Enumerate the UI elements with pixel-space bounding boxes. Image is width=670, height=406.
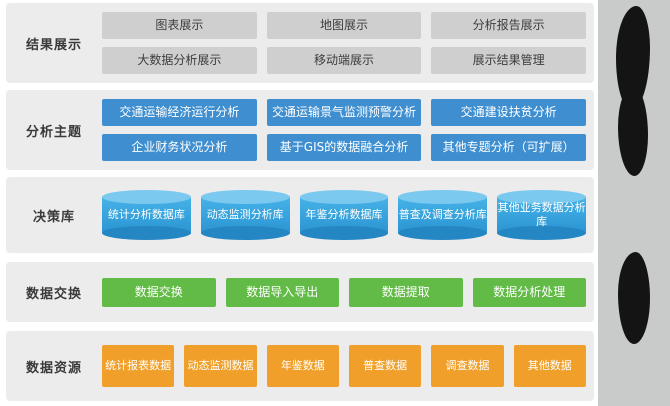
layer-resource-line-1: 统计报表数据 动态监测数据 年鉴数据 普查数据 调查数据 其他数据 bbox=[102, 345, 586, 387]
node-census-data[interactable]: 普查数据 bbox=[348, 345, 422, 387]
db-label: 年鉴分析数据库 bbox=[305, 208, 383, 221]
node-map-display[interactable]: 地图展示 bbox=[266, 12, 422, 39]
node-gis-data-fusion-analysis[interactable]: 基于GIS的数据融合分析 bbox=[266, 134, 422, 161]
cylinder-bottom-icon bbox=[497, 226, 586, 240]
db-label: 普查及调查分析库 bbox=[398, 208, 487, 221]
node-transport-economy-analysis[interactable]: 交通运输经济运行分析 bbox=[102, 99, 257, 126]
db-dynamic-monitoring[interactable]: 动态监测分析库 bbox=[200, 190, 290, 240]
layer-results-line-1: 图表展示 地图展示 分析报告展示 bbox=[102, 12, 587, 39]
node-statistical-report-data[interactable]: 统计报表数据 bbox=[102, 345, 175, 387]
db-label: 动态监测分析库 bbox=[206, 208, 284, 221]
node-data-import-export[interactable]: 数据导入导出 bbox=[225, 277, 339, 307]
right-decorative-strip bbox=[598, 0, 670, 406]
node-transport-poverty-alleviation[interactable]: 交通建设扶贫分析 bbox=[431, 99, 587, 126]
node-transport-prosperity-monitoring[interactable]: 交通运输景气监测预警分析 bbox=[266, 99, 422, 126]
ink-blob-icon bbox=[618, 86, 648, 176]
db-label: 统计分析数据库 bbox=[107, 208, 185, 221]
db-yearbook-analysis[interactable]: 年鉴分析数据库 bbox=[299, 190, 389, 240]
layer-decision-line-1: 统计分析数据库 动态监测分析库 年鉴分析数据库 bbox=[102, 190, 586, 240]
cylinder-top-icon bbox=[497, 190, 586, 204]
node-display-result-management[interactable]: 展示结果管理 bbox=[431, 47, 587, 74]
layer-label-results: 结果展示 bbox=[25, 37, 82, 53]
db-statistical-analysis[interactable]: 统计分析数据库 bbox=[102, 190, 191, 240]
node-enterprise-finance-analysis[interactable]: 企业财务状况分析 bbox=[102, 134, 257, 161]
node-data-analysis-processing[interactable]: 数据分析处理 bbox=[472, 277, 586, 307]
node-data-exchange[interactable]: 数据交换 bbox=[102, 277, 216, 307]
db-census-survey-analysis[interactable]: 普查及调查分析库 bbox=[398, 190, 488, 240]
layer-data-resources: 数据资源 统计报表数据 动态监测数据 年鉴数据 普查数据 调查数据 其他数据 bbox=[6, 331, 594, 401]
node-other-data[interactable]: 其他数据 bbox=[513, 345, 586, 387]
cylinder-bottom-icon bbox=[200, 226, 290, 240]
node-chart-display[interactable]: 图表展示 bbox=[102, 12, 257, 39]
layer-decision-repository: 决策库 统计分析数据库 动态监测分析库 bbox=[6, 177, 594, 253]
layer-label-data-resources: 数据资源 bbox=[25, 360, 82, 376]
node-analysis-report-display[interactable]: 分析报告展示 bbox=[431, 12, 587, 39]
layer-results: 结果展示 图表展示 地图展示 分析报告展示 大数据分析展示 移动端展示 展示结果… bbox=[6, 3, 594, 83]
node-yearbook-data[interactable]: 年鉴数据 bbox=[266, 345, 339, 387]
node-bigdata-analysis-display[interactable]: 大数据分析展示 bbox=[102, 47, 257, 74]
cylinder-top-icon bbox=[102, 190, 191, 204]
layer-topics-line-2: 企业财务状况分析 基于GIS的数据融合分析 其他专题分析（可扩展） bbox=[102, 134, 587, 161]
layer-label-decision-repository: 决策库 bbox=[32, 209, 75, 225]
node-dynamic-monitoring-data[interactable]: 动态监测数据 bbox=[184, 345, 257, 387]
node-mobile-display[interactable]: 移动端展示 bbox=[266, 47, 422, 74]
layer-label-analysis-topics: 分析主题 bbox=[25, 124, 82, 140]
cylinder-bottom-icon bbox=[102, 226, 191, 240]
layer-topics-line-1: 交通运输经济运行分析 交通运输景气监测预警分析 交通建设扶贫分析 bbox=[102, 99, 587, 126]
node-data-extraction[interactable]: 数据提取 bbox=[349, 277, 463, 307]
db-label: 其他业务数据分析库 bbox=[497, 201, 586, 228]
node-other-topic-analysis[interactable]: 其他专题分析（可扩展） bbox=[431, 134, 587, 161]
layer-data-exchange: 数据交换 数据交换 数据导入导出 数据提取 数据分析处理 bbox=[6, 262, 594, 322]
layer-exchange-line-1: 数据交换 数据导入导出 数据提取 数据分析处理 bbox=[102, 277, 586, 307]
cylinder-top-icon bbox=[299, 190, 389, 204]
cylinder-bottom-icon bbox=[299, 226, 389, 240]
cylinder-top-icon bbox=[200, 190, 290, 204]
cylinder-bottom-icon bbox=[398, 226, 488, 240]
cylinder-top-icon bbox=[398, 190, 488, 204]
layer-analysis-topics: 分析主题 交通运输经济运行分析 交通运输景气监测预警分析 交通建设扶贫分析 企业… bbox=[6, 90, 594, 170]
db-other-business-analysis[interactable]: 其他业务数据分析库 bbox=[497, 190, 586, 240]
ink-blob-icon bbox=[618, 252, 650, 344]
layer-results-line-2: 大数据分析展示 移动端展示 展示结果管理 bbox=[102, 47, 587, 74]
node-survey-data[interactable]: 调查数据 bbox=[431, 345, 504, 387]
layer-label-data-exchange: 数据交换 bbox=[25, 286, 82, 302]
